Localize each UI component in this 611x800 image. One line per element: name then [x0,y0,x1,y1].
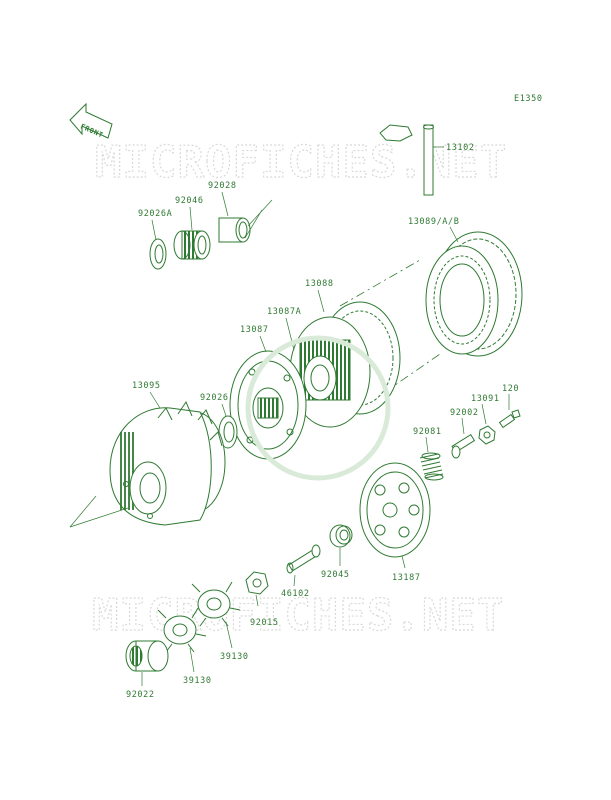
part-label-120: 120 [502,384,519,394]
part-120-bolt [498,409,521,429]
part-92002-bolt [451,433,476,459]
part-label-13102: 13102 [446,143,475,153]
part-label-39130-b: 39130 [183,676,212,686]
part-39130-lock-washer-2 [157,607,207,653]
part-label-92046: 92046 [175,196,204,206]
part-label-92081: 92081 [413,427,442,437]
part-92045-bearing [329,524,353,548]
watermark-bottom: MICROFICHES.NET [92,590,504,641]
part-label-39130-a: 39130 [220,652,249,662]
part-92046-needle-bearing [173,230,211,260]
part-label-92028: 92028 [208,181,237,191]
part-label-13095: 13095 [132,381,161,391]
part-label-13087: 13087 [240,325,269,335]
part-label-92002: 92002 [450,408,479,418]
part-92081-spring [419,452,444,481]
diagram-code: E1350 [514,94,543,104]
part-92015-nut [245,571,269,595]
watermark-top: MICROFICHES.NET [95,137,507,188]
part-label-13091: 13091 [471,394,500,404]
part-13102-lever [379,124,444,196]
part-92026a-washer [149,238,167,270]
part-label-92026: 92026 [200,393,229,403]
part-39130-lock-washer-1 [191,581,241,627]
part-13088-hub [289,301,401,428]
part-label-92022: 92022 [126,690,155,700]
part-label-13087a: 13087A [267,307,301,317]
part-13089-plates [425,231,523,357]
part-92026-washer [218,415,238,449]
part-label-13088: 13088 [305,279,334,289]
part-label-13187: 13187 [392,573,421,583]
part-13187-pressure-plate [359,462,431,558]
part-92028-collar [218,217,251,243]
part-label-92045: 92045 [321,570,350,580]
part-13095-housing [109,400,226,526]
part-92022-bush [125,640,169,672]
part-13091-nut [478,425,496,445]
front-arrow-icon: FRONT [69,102,113,140]
part-label-46102: 46102 [281,589,310,599]
part-46102-push-rod [286,544,321,574]
part-13087-clutch-hub [229,350,307,460]
watermark-ring [245,335,391,481]
part-label-13089: 13089/A/B [408,217,459,227]
part-label-92015: 92015 [250,618,279,628]
part-label-92026a: 92026A [138,209,172,219]
